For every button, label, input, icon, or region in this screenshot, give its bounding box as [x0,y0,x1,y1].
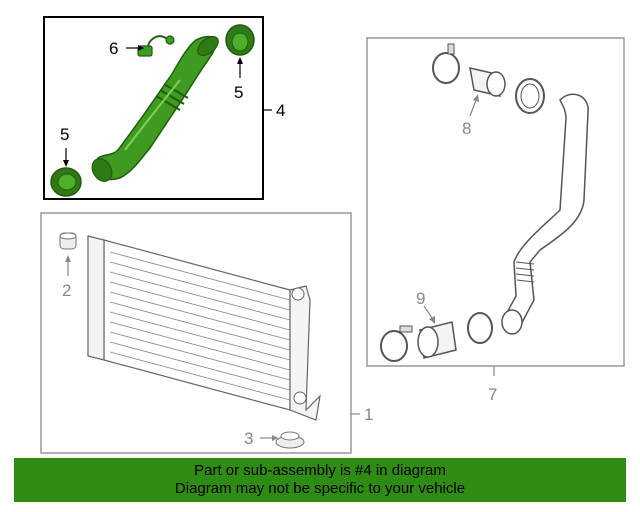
duct-rib-3 [155,95,181,111]
coupler-9-end [417,326,439,358]
intercooler-left-tank [87,235,105,361]
upper-seal [515,78,545,114]
duct-end-lower [91,158,113,182]
clamp-left-inner [57,173,77,191]
callout-1: 1 [364,405,373,424]
upper-clamp [432,52,460,84]
intercooler-port-lower [293,391,307,405]
sensor-6[interactable] [137,35,175,57]
leader-3-arrow [272,435,278,441]
duct-end-upper [197,36,219,56]
callout-7: 7 [488,385,497,404]
callout-5-top: 5 [234,83,243,102]
callout-4: 4 [276,101,285,120]
lower-seal [467,312,493,344]
banner-line-2: Diagram may not be specific to your vehi… [174,480,466,497]
intercooler-right-tank [289,285,321,421]
callout-5-left: 5 [60,125,69,144]
leader-8-arrow [473,94,479,102]
callout-9: 9 [416,289,425,308]
outlet-duct-group[interactable]: 8 9 7 [366,37,625,404]
duct-rib-1 [163,83,189,99]
upper-seal-inner [520,83,540,109]
grommet-2-top [59,232,77,240]
assembly-4-frame [43,16,264,200]
duct-highlight [124,79,181,151]
intercooler-port-upper [291,287,305,301]
intercooler-frame [40,212,352,454]
outlet-tube[interactable] [503,93,589,332]
coupler-9[interactable] [417,321,457,359]
grommet-2[interactable] [59,232,77,250]
leader-2-arrow [65,255,71,262]
leader-6-arrow [138,45,144,51]
clamp-5-left[interactable] [50,167,82,197]
outlet-tube-end [501,309,523,335]
intercooler-group[interactable]: 2 3 1 [40,212,373,454]
banner-background [14,458,626,502]
lower-clamp-screw [399,325,413,333]
coupler-8[interactable] [469,67,506,97]
leader-5-left-arrow [63,160,69,167]
outlet-tube-ribs [515,261,535,283]
intercooler-fins [109,251,291,401]
callout-3: 3 [244,429,253,448]
duct-rib-2 [159,89,185,105]
sensor-plug [165,35,175,45]
callout-8: 8 [462,119,471,138]
clamp-5-top[interactable] [225,24,255,56]
insulator-3[interactable] [275,431,305,449]
callout-6: 6 [109,39,118,58]
callout-2: 2 [62,281,71,300]
leader-8 [469,99,477,117]
leader-9 [423,305,433,319]
outlet-duct-frame [366,37,625,367]
leader-9-arrow [429,316,435,324]
insulator-3-top [280,431,300,441]
info-banner: Part or sub-assembly is #4 in diagram Di… [14,458,626,502]
leader-5-top-arrow [237,57,243,64]
coupler-8-end [486,71,506,97]
banner-line-1: Part or sub-assembly is #4 in diagram [194,462,446,479]
upper-clamp-screw [447,43,455,55]
assembly-4-group[interactable]: 6 5 5 4 [43,16,285,200]
clamp-top-inner [231,32,249,52]
lower-clamp [380,330,408,362]
